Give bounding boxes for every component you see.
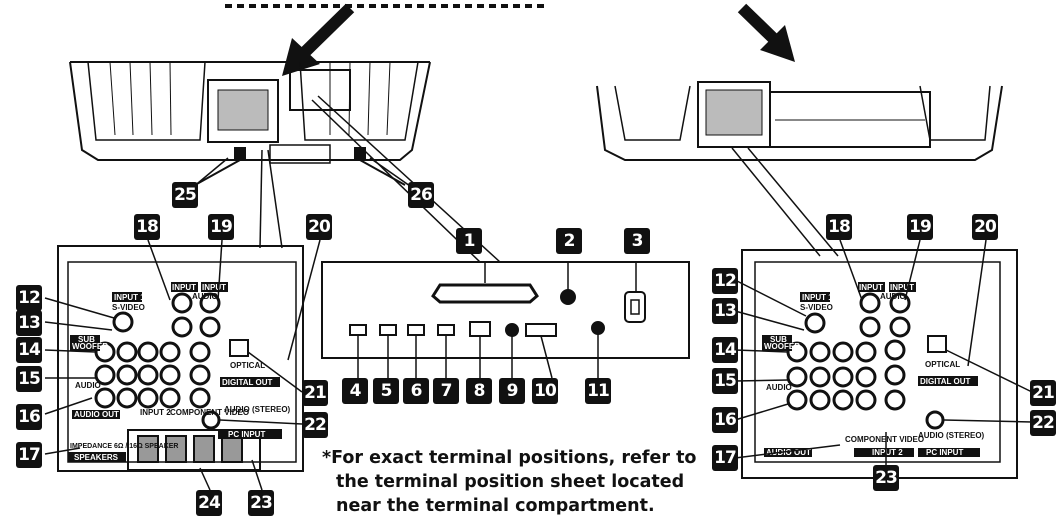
callout-25: 25: [172, 182, 198, 208]
callout-19-right: 19: [907, 214, 933, 240]
svg-text:INPUT 1: INPUT 1: [802, 293, 833, 302]
svg-text:AUDIO OUT: AUDIO OUT: [766, 448, 811, 457]
callout-3: 3: [624, 228, 650, 254]
callout-7: 7: [433, 378, 459, 404]
leader-lines: [44, 157, 1033, 491]
callout-22-left: 22: [302, 412, 328, 438]
callout-17-right: 17: [712, 445, 738, 471]
svg-text:S-VIDEO: S-VIDEO: [112, 303, 145, 312]
svg-text:COMPONENT VIDEO: COMPONENT VIDEO: [845, 435, 924, 444]
svg-text:INPUT 1: INPUT 1: [114, 293, 145, 302]
svg-text:WOOFER: WOOFER: [764, 342, 800, 351]
arrow-right-icon: [737, 3, 795, 62]
callout-13-left: 13: [16, 310, 42, 336]
callout-24: 24: [196, 490, 222, 516]
svg-text:OPTICAL: OPTICAL: [230, 361, 265, 370]
note-line-3: near the terminal compartment.: [336, 496, 655, 516]
callout-8: 8: [466, 378, 492, 404]
tv-rear-right: [596, 81, 1003, 161]
svg-text:AUDIO: AUDIO: [880, 292, 906, 301]
note-line-1: *For exact terminal positions, refer to: [322, 448, 697, 468]
svg-text:SPEAKERS: SPEAKERS: [74, 453, 119, 462]
callout-18-left: 18: [134, 214, 160, 240]
callout-16-left: 16: [16, 404, 42, 430]
callout-2: 2: [556, 228, 582, 254]
callout-13-right: 13: [712, 298, 738, 324]
terminal-panel-center: [321, 261, 690, 379]
callout-10: 10: [532, 378, 558, 404]
svg-text:AUDIO (STEREO): AUDIO (STEREO): [224, 405, 291, 414]
callout-22-right: 22: [1030, 410, 1056, 436]
callout-12-left: 12: [16, 285, 42, 311]
svg-text:INPUT 4: INPUT 4: [172, 283, 203, 292]
callout-21-left: 21: [302, 380, 328, 406]
callout-6: 6: [403, 378, 429, 404]
svg-text:DIGITAL OUT: DIGITAL OUT: [920, 377, 970, 386]
callout-19-left: 19: [208, 214, 234, 240]
callout-15-left: 15: [16, 366, 42, 392]
svg-text:SUB: SUB: [78, 335, 95, 344]
svg-text:AUDIO: AUDIO: [766, 383, 792, 392]
callout-23-right: 23: [873, 465, 899, 491]
svg-text:AUDIO: AUDIO: [75, 381, 101, 390]
callout-21-right: 21: [1030, 380, 1056, 406]
svg-text:SUB: SUB: [770, 335, 787, 344]
callout-9: 9: [499, 378, 525, 404]
svg-text:INPUT 2: INPUT 2: [140, 408, 171, 417]
svg-text:PC INPUT: PC INPUT: [228, 430, 265, 439]
svg-text:IMPEDANCE 6Ω / 16Ω SPEAKER: IMPEDANCE 6Ω / 16Ω SPEAKER: [70, 443, 178, 450]
callout-11: 11: [585, 378, 611, 404]
terminal-panel-left: [57, 245, 304, 472]
arrow-left-icon: [282, 3, 355, 76]
svg-text:S-VIDEO: S-VIDEO: [800, 303, 833, 312]
svg-text:INPUT 5: INPUT 5: [202, 283, 233, 292]
callout-20-right: 20: [972, 214, 998, 240]
svg-text:INPUT 2: INPUT 2: [872, 448, 903, 457]
callout-23-left: 23: [248, 490, 274, 516]
svg-text:AUDIO: AUDIO: [192, 292, 218, 301]
svg-text:INPUT 4: INPUT 4: [859, 283, 890, 292]
callout-4: 4: [342, 378, 368, 404]
note-line-2: the terminal position sheet located: [336, 472, 685, 492]
terminal-position-note: *For exact terminal positions, refer to …: [322, 446, 702, 518]
callout-20-left: 20: [306, 214, 332, 240]
terminal-diagram: INPUT 1 S-VIDEO INPUT 4 INPUT 5 AUDIO SU…: [16, 3, 1056, 516]
callout-26: 26: [408, 182, 434, 208]
terminal-panel-right: [741, 249, 1018, 479]
svg-text:AUDIO OUT: AUDIO OUT: [74, 410, 119, 419]
callout-14-left: 14: [16, 337, 42, 363]
callout-17-left: 17: [16, 442, 42, 468]
svg-text:DIGITAL OUT: DIGITAL OUT: [222, 378, 272, 387]
panel-right-labels: INPUT 1 S-VIDEO INPUT 4 INPUT 5 AUDIO SU…: [762, 282, 985, 457]
svg-text:INPUT 5: INPUT 5: [890, 283, 921, 292]
tv-rear-left: [69, 61, 431, 186]
svg-text:COMPONENT VIDEO: COMPONENT VIDEO: [170, 408, 249, 417]
svg-text:WOOFER: WOOFER: [72, 342, 108, 351]
callout-18-right: 18: [826, 214, 852, 240]
svg-text:AUDIO (STEREO): AUDIO (STEREO): [918, 431, 985, 440]
panel-left-labels: INPUT 1 S-VIDEO INPUT 4 INPUT 5 AUDIO SU…: [68, 282, 291, 462]
callout-16-right: 16: [712, 407, 738, 433]
svg-text:OPTICAL: OPTICAL: [925, 360, 960, 369]
svg-text:PC INPUT: PC INPUT: [926, 448, 963, 457]
callout-14-right: 14: [712, 337, 738, 363]
diagram-drawing: INPUT 1 S-VIDEO INPUT 4 INPUT 5 AUDIO SU…: [44, 3, 1033, 491]
callout-15-right: 15: [712, 368, 738, 394]
callout-1: 1: [456, 228, 482, 254]
callout-5: 5: [373, 378, 399, 404]
callout-12-right: 12: [712, 268, 738, 294]
